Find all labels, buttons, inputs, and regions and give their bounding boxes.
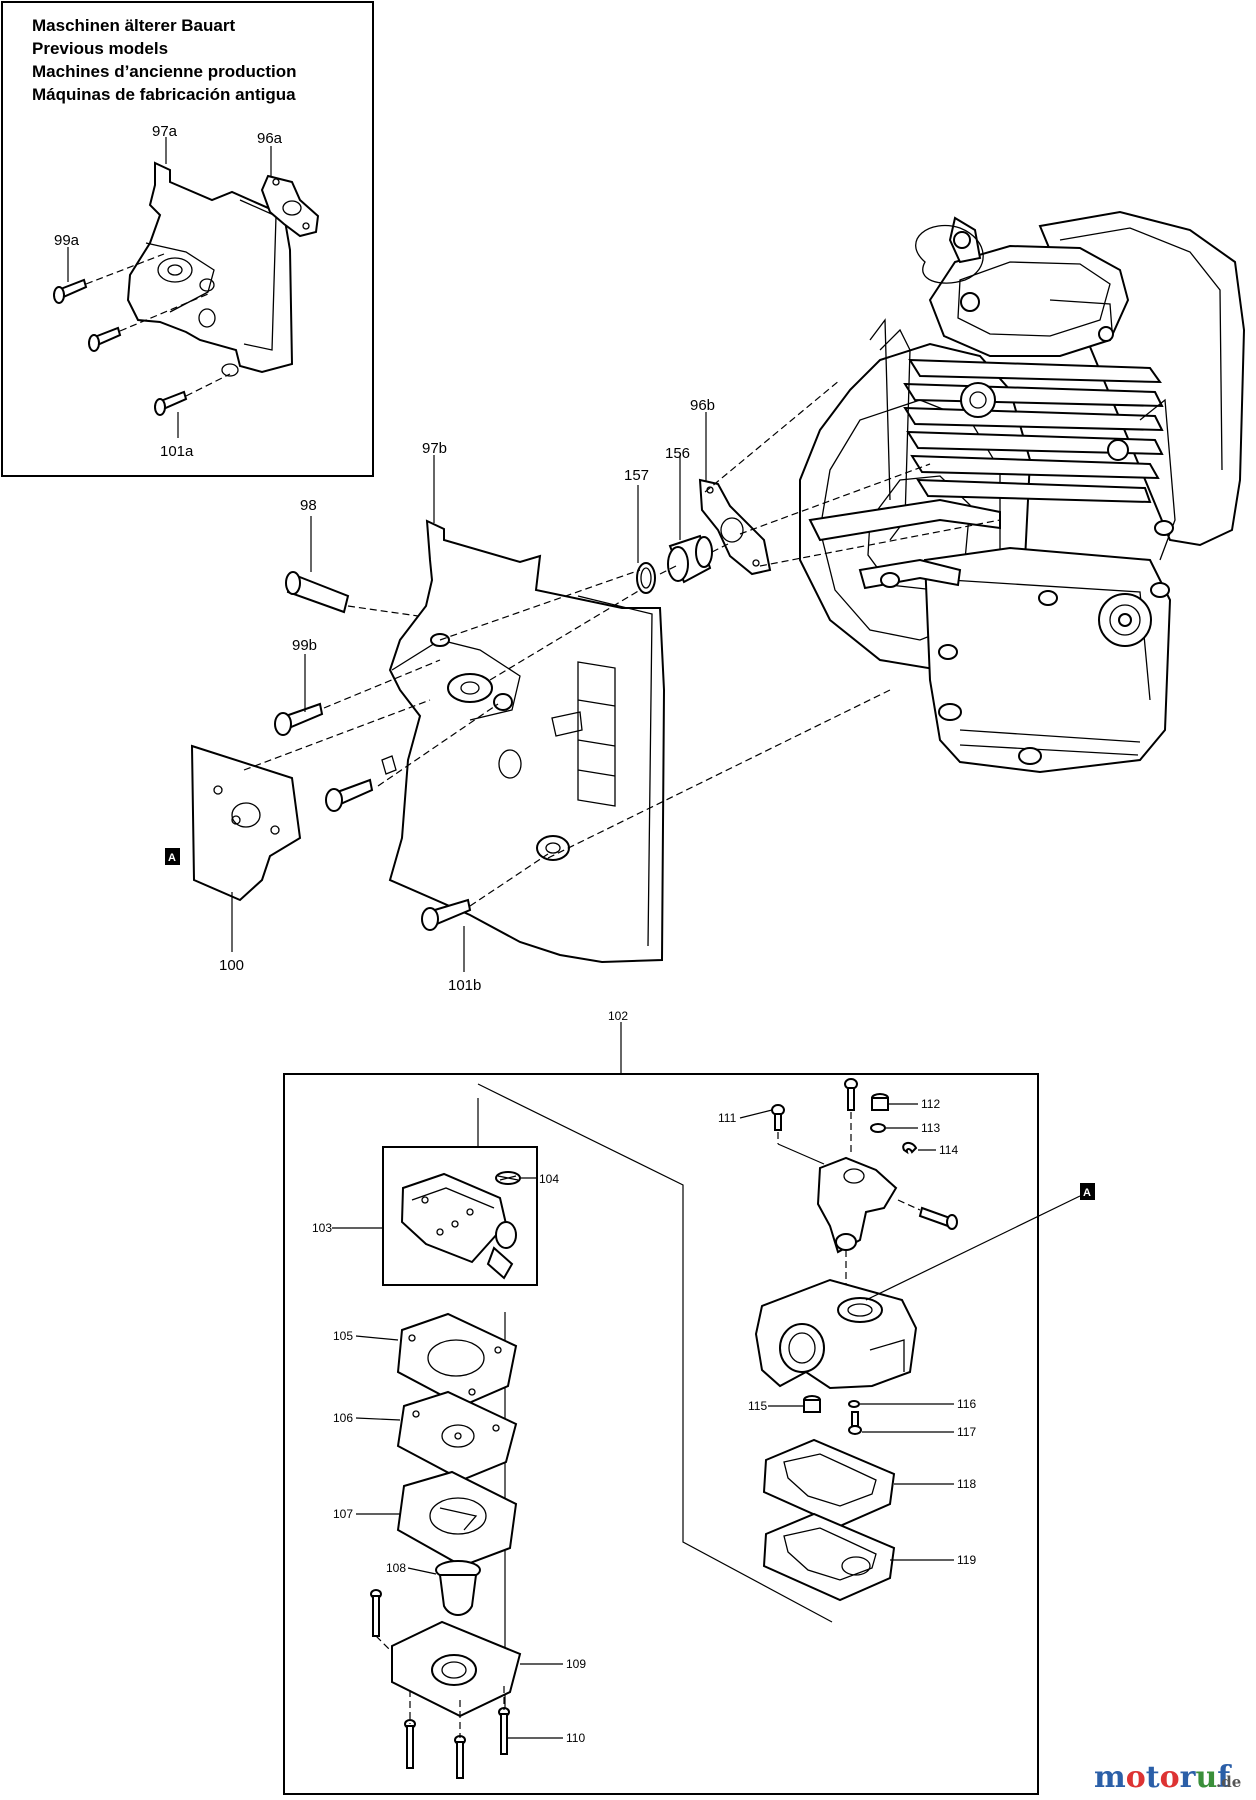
o-ring-157 <box>636 562 656 594</box>
inset-title-en: Previous models <box>32 39 168 58</box>
heat-shield-97b <box>381 519 666 964</box>
screw-top <box>844 1078 858 1111</box>
engine-assembly <box>799 210 1246 774</box>
pump-cover-107 <box>396 1470 518 1568</box>
label-101a: 101a <box>160 443 194 460</box>
primer-bulb-108 <box>435 1560 481 1616</box>
carburetor-kit-frame <box>283 1073 1039 1795</box>
label-101b: 101b <box>448 977 481 994</box>
insulator-156 <box>667 534 713 584</box>
label-115: 115 <box>748 1399 767 1413</box>
screw-99a <box>53 278 88 304</box>
label-156: 156 <box>665 445 690 462</box>
pump-diaphragm-106 <box>396 1390 518 1482</box>
screw-main-mid <box>325 778 374 812</box>
screw-110-b <box>404 1719 416 1769</box>
plug-115 <box>803 1395 821 1413</box>
label-99a: 99a <box>54 232 80 249</box>
watermark-logo: motoruf .de <box>1094 1760 1241 1795</box>
label-97a: 97a <box>152 123 178 140</box>
label-104: 104 <box>539 1172 559 1186</box>
label-118: 118 <box>957 1477 976 1491</box>
cooling-fins <box>903 358 1164 504</box>
label-98: 98 <box>300 497 317 514</box>
svg-text:A: A <box>168 852 176 864</box>
label-109: 109 <box>566 1657 586 1671</box>
label-97b: 97b <box>422 440 447 457</box>
screw-throttle <box>918 1206 958 1230</box>
throttle-lever <box>816 1156 898 1254</box>
pump-body-103 <box>400 1172 517 1280</box>
inset-title-de: Maschinen älterer Bauart <box>32 16 235 35</box>
carburetor-body <box>754 1278 918 1390</box>
o-ring-116 <box>848 1400 860 1408</box>
inset-title-fr: Machines d’ancienne production <box>32 62 296 81</box>
label-99b: 99b <box>292 637 317 654</box>
marker-a-main: A <box>165 848 180 865</box>
gasket-100 <box>190 744 302 902</box>
screw-inset-mid <box>88 326 122 352</box>
filter-screen-104 <box>495 1171 521 1185</box>
label-157: 157 <box>624 467 649 484</box>
svg-text:A: A <box>1083 1187 1091 1199</box>
screw-111 <box>771 1104 785 1131</box>
washer-113 <box>870 1123 886 1133</box>
inset-previous-models: Maschinen älterer Bauart Previous models… <box>1 1 374 477</box>
clip-114 <box>902 1142 918 1155</box>
carburetor-kit: 102 104 103 <box>283 1009 1095 1795</box>
primer-cover-109 <box>391 1620 522 1718</box>
marker-a-carb: A <box>1080 1183 1095 1200</box>
label-107: 107 <box>333 1507 353 1521</box>
diaphragm-119 <box>762 1512 896 1602</box>
gasket-105 <box>396 1312 518 1408</box>
label-112: 112 <box>921 1097 940 1111</box>
svg-text:.de: .de <box>1216 1773 1241 1791</box>
label-106: 106 <box>333 1411 353 1425</box>
label-111: 111 <box>718 1111 737 1125</box>
gasket-96b <box>698 478 772 576</box>
label-119: 119 <box>957 1553 976 1567</box>
label-117: 117 <box>957 1425 976 1439</box>
screw-110-a <box>370 1589 382 1637</box>
screw-101b <box>421 898 472 931</box>
label-102: 102 <box>608 1009 628 1023</box>
label-108: 108 <box>386 1561 406 1575</box>
label-116: 116 <box>957 1397 976 1411</box>
label-96b: 96b <box>690 397 715 414</box>
label-113: 113 <box>921 1121 940 1135</box>
label-114: 114 <box>939 1143 958 1157</box>
diaphragm-assembly-box <box>382 1146 538 1286</box>
label-96a: 96a <box>257 130 283 147</box>
inset-frame <box>1 1 374 477</box>
screw-110-c <box>454 1735 466 1779</box>
label-100: 100 <box>219 957 244 974</box>
screw-99b <box>274 702 324 736</box>
gasket-118 <box>762 1438 896 1528</box>
svg-text:motoruf: motoruf <box>1094 1760 1232 1795</box>
inset-title-es: Máquinas de fabricación antigua <box>32 85 296 104</box>
label-110: 110 <box>566 1731 585 1745</box>
bolt-98 <box>285 571 350 614</box>
screw-110-d <box>498 1707 510 1755</box>
needle-117 <box>848 1411 862 1435</box>
plug-112 <box>871 1093 889 1111</box>
label-105: 105 <box>333 1329 353 1343</box>
gasket-96a <box>260 174 320 238</box>
screw-101a <box>154 390 188 416</box>
label-103: 103 <box>312 1221 332 1235</box>
